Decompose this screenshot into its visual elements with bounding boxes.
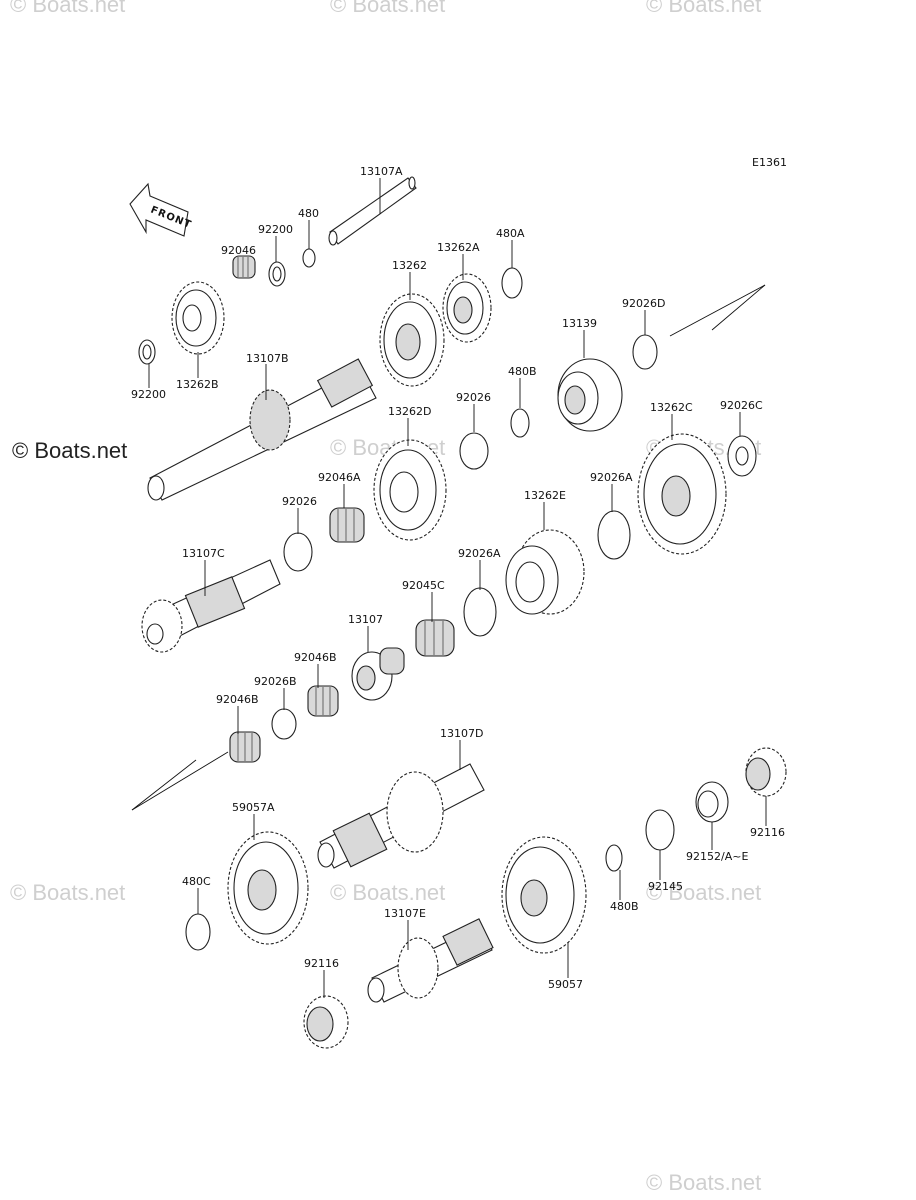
part-label: 92200 <box>258 223 293 236</box>
washer-92026d <box>632 334 658 370</box>
washer-92026a <box>597 510 631 560</box>
part-label: 13107D <box>440 727 483 740</box>
part-label: 59057A <box>232 801 275 814</box>
front-arrow-icon: FRONT <box>129 182 193 237</box>
gear-13262a <box>442 273 492 343</box>
part-label: 92046B <box>216 693 259 706</box>
part-label: 13262A <box>437 241 480 254</box>
part-label: 92045C <box>402 579 445 592</box>
gear-13262 <box>379 293 445 387</box>
shaft-13107e <box>367 918 494 1003</box>
washer-92200-b <box>138 339 156 365</box>
washer-92026c <box>727 435 757 477</box>
part-label: 92026 <box>282 495 317 508</box>
part-label: 92116 <box>304 957 339 970</box>
part-label: 480B <box>508 365 537 378</box>
part-labels: 13107A 480 92200 92046 13262A 480A 13262… <box>131 165 785 991</box>
race-92152 <box>695 781 729 823</box>
watermark: © Boats.net <box>646 1170 761 1195</box>
part-label: 92046B <box>294 651 337 664</box>
part-label: 13262B <box>176 378 219 391</box>
part-label: 480B <box>610 900 639 913</box>
bearing-92116-b <box>303 995 349 1049</box>
part-label: 59057 <box>548 978 583 991</box>
watermark: © Boats.net <box>646 0 761 17</box>
washer-92026-b <box>283 532 313 572</box>
needle-bearing-92046 <box>232 255 256 279</box>
collar-92026b <box>271 708 297 740</box>
washer-92026a-b <box>463 587 497 637</box>
part-label: 92026A <box>458 547 501 560</box>
part-label: 480 <box>298 207 319 220</box>
part-label: 13107E <box>384 907 426 920</box>
part-label: 92046 <box>221 244 256 257</box>
watermark: © Boats.net <box>330 880 445 905</box>
part-label: 92026A <box>590 471 633 484</box>
collar-13107 <box>351 647 405 701</box>
part-label: 480C <box>182 875 211 888</box>
part-label: 92116 <box>750 826 785 839</box>
diagram-code: E1361 <box>752 156 787 169</box>
needle-bearing-92046a <box>329 507 365 543</box>
gear-13262d <box>373 439 447 541</box>
shaft-13107d <box>317 763 485 869</box>
washer-92200 <box>268 261 286 287</box>
circlip-480b-b <box>605 844 623 872</box>
needle-bearing-92046b <box>307 685 339 717</box>
circlip-480a <box>501 267 523 299</box>
part-label: 13262 <box>392 259 427 272</box>
shaft-13107a <box>328 176 417 246</box>
part-label: 13107A <box>360 165 403 178</box>
gear-13262e <box>505 529 585 615</box>
guide-line <box>131 751 229 811</box>
watermark: © Boats.net <box>646 880 761 905</box>
part-label: 13262C <box>650 401 693 414</box>
guide-line <box>131 759 197 811</box>
part-label: 480A <box>496 227 525 240</box>
washer-92026 <box>459 432 489 470</box>
guide-line <box>669 284 766 337</box>
part-label: 13139 <box>562 317 597 330</box>
part-label: 13107B <box>246 352 289 365</box>
needle-bearing-92045c <box>415 619 455 657</box>
circlip-480c <box>185 913 211 951</box>
watermark: © Boats.net <box>10 0 125 17</box>
gear-13262b <box>171 281 225 355</box>
circlip-480 <box>302 248 316 268</box>
part-label: 13262D <box>388 405 431 418</box>
part-label: 13107C <box>182 547 225 560</box>
hub-13139 <box>557 358 623 432</box>
part-label: 92026 <box>456 391 491 404</box>
bearing-92116 <box>745 747 787 797</box>
part-label: 92026D <box>622 297 665 310</box>
part-label: 92026B <box>254 675 297 688</box>
part-label: 92145 <box>648 880 683 893</box>
shaft-13107c <box>141 559 281 653</box>
gear-13262c <box>637 433 727 555</box>
watermark: © Boats.net <box>330 0 445 17</box>
washer-92145 <box>645 809 675 851</box>
part-label: 92200 <box>131 388 166 401</box>
circlip-480b <box>510 408 530 438</box>
shaft-13107b <box>147 358 377 501</box>
part-label: 92046A <box>318 471 361 484</box>
watermark: © Boats.net <box>10 880 125 905</box>
gear-59057 <box>501 836 587 954</box>
leader-lines <box>148 178 767 998</box>
part-label: 13262E <box>524 489 566 502</box>
part-label: 92152/A~E <box>686 850 748 863</box>
needle-bearing-92046b-b <box>229 731 261 763</box>
watermark-main: © Boats.net <box>12 438 127 463</box>
part-label: 92026C <box>720 399 763 412</box>
gear-59057a <box>227 831 309 945</box>
guide-line <box>711 284 766 331</box>
part-label: 13107 <box>348 613 383 626</box>
